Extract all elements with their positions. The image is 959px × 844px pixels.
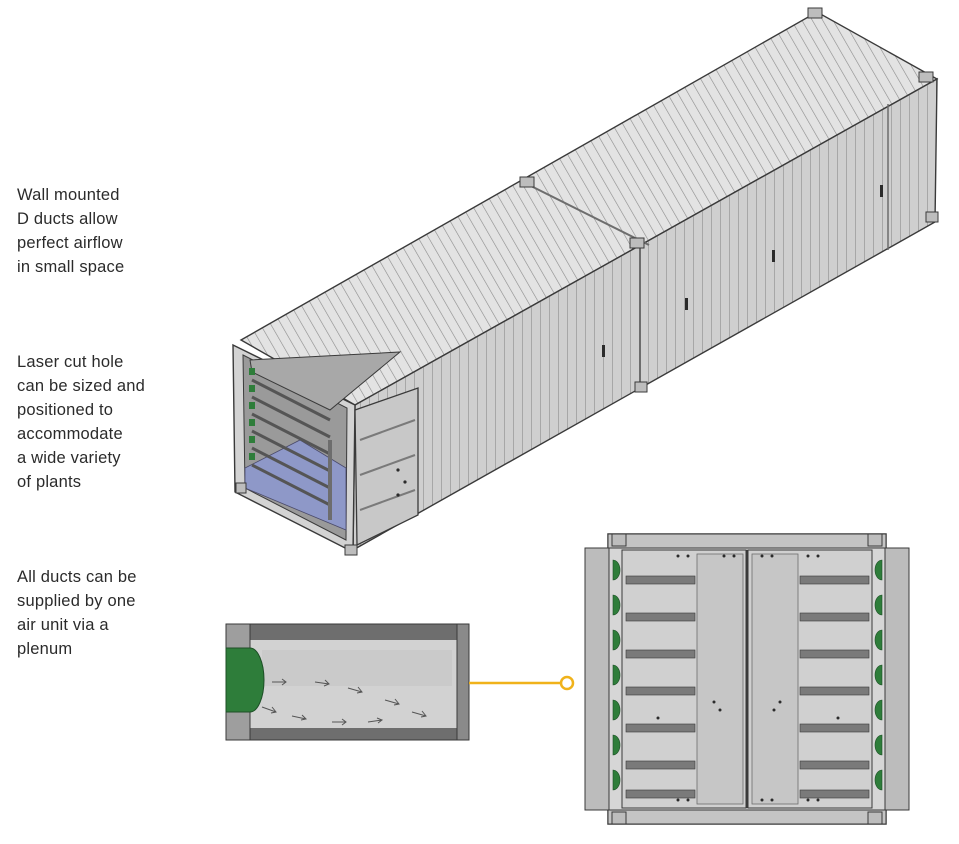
caption-line: accommodate xyxy=(17,425,123,443)
caption-line: plenum xyxy=(17,640,73,658)
caption-line: All ducts can be xyxy=(17,568,137,586)
caption-line: Wall mounted xyxy=(17,186,120,204)
duct-d-profile xyxy=(225,647,265,713)
grow-shelves xyxy=(249,351,402,520)
duct-detail-zoom xyxy=(225,623,470,741)
caption-line: in small space xyxy=(17,258,125,276)
container-isometric xyxy=(232,7,939,556)
caption-line: positioned to xyxy=(17,401,114,419)
container-end-view xyxy=(584,533,910,825)
caption-wall-mounted-ducts: Wall mounted D ducts allow perfect airfl… xyxy=(17,183,124,279)
caption-line: air unit via a xyxy=(17,616,109,634)
airflow-arrows xyxy=(261,678,427,726)
end-view-ducts xyxy=(612,559,883,791)
callout-marker xyxy=(559,675,575,691)
caption-line: a wide variety xyxy=(17,449,121,467)
caption-laser-cut-hole: Laser cut hole can be sized and position… xyxy=(17,350,145,494)
caption-line: supplied by one xyxy=(17,592,136,610)
caption-line: Laser cut hole xyxy=(17,353,124,371)
end-view-rivets xyxy=(656,554,840,802)
caption-line: D ducts allow xyxy=(17,210,118,228)
caption-line: perfect airflow xyxy=(17,234,123,252)
end-view-shelves xyxy=(625,575,870,799)
caption-line: of plants xyxy=(17,473,82,491)
caption-line: can be sized and xyxy=(17,377,145,395)
caption-plenum-supply: All ducts can be supplied by one air uni… xyxy=(17,565,137,661)
container-open-door xyxy=(354,387,419,547)
